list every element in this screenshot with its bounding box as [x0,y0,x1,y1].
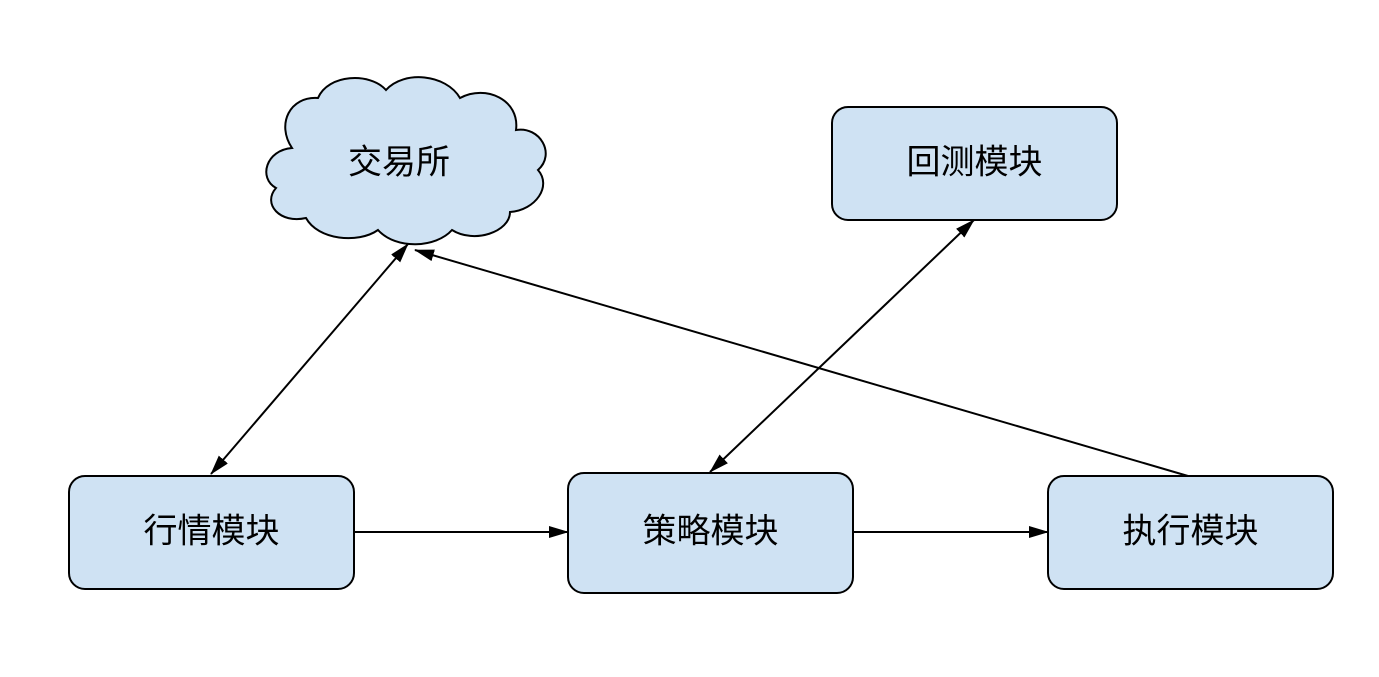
cloud-shape [265,76,547,246]
node-strategy-label: 策略模块 [643,512,779,552]
node-execution: 执行模块 [1047,475,1334,590]
node-execution-label: 执行模块 [1123,512,1259,552]
node-strategy-box [567,472,854,594]
node-market-box [68,475,355,590]
node-backtest-box [831,106,1118,221]
node-market: 行情模块 [68,475,355,590]
node-exchange: 交易所 [265,76,547,246]
node-execution-box [1047,475,1334,590]
edge-backtest-strategy [709,219,975,473]
node-backtest-label: 回测模块 [907,143,1043,183]
node-exchange-label: 交易所 [348,143,450,183]
edge-execution-exchange [414,249,1189,477]
node-strategy: 策略模块 [567,472,854,594]
edge-exchange-market [210,243,409,475]
node-market-label: 行情模块 [144,512,280,552]
node-backtest: 回测模块 [831,106,1118,221]
